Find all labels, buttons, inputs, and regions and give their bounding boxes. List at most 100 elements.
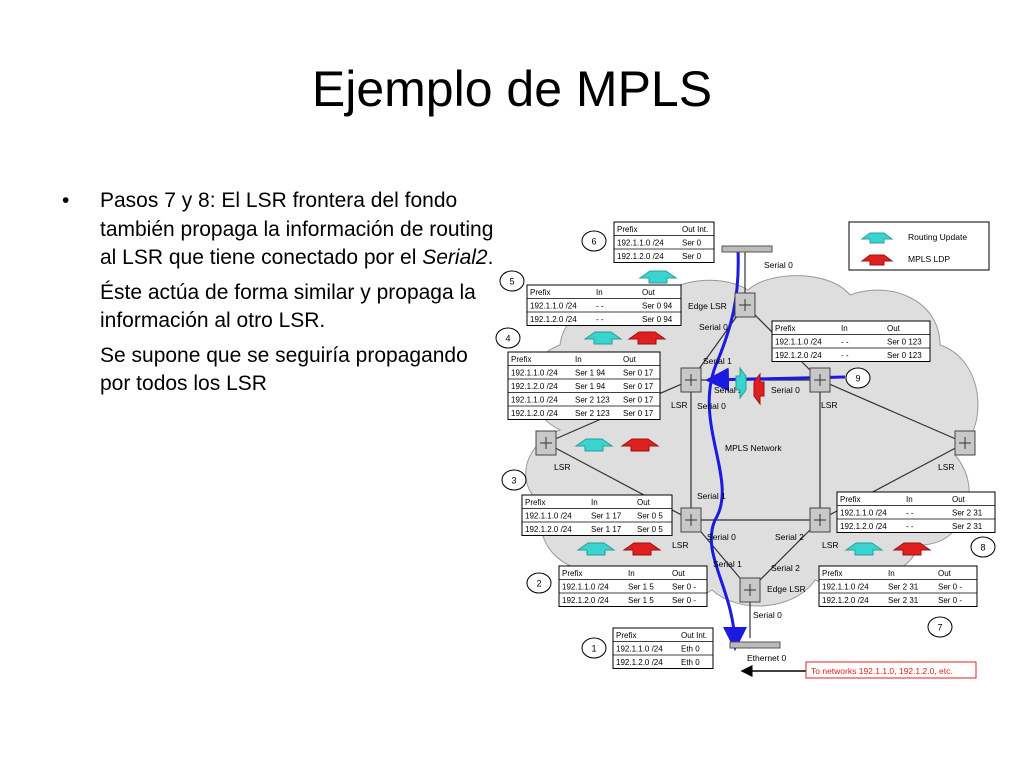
- table-header-cell: Prefix: [775, 324, 795, 333]
- hub-bottom: [729, 641, 781, 649]
- port-serial0-b: Serial 0: [699, 322, 728, 332]
- port-serial0-d: Serial 0: [771, 385, 800, 395]
- port-serial2-c: Serial 2: [771, 563, 800, 573]
- label-lsr-left: LSR: [554, 462, 571, 472]
- table-header-cell: In: [575, 355, 582, 364]
- table-row: 192.1.2.0 /24- -Ser 0 123: [775, 351, 922, 360]
- table-cell: Ser 1 17: [591, 512, 622, 521]
- table-cell: Ser 1 5: [628, 596, 654, 605]
- table-cell: Ser 1 5: [628, 583, 654, 592]
- table-cell: 192.1.1.0 /24: [530, 302, 577, 311]
- step-label: 4: [505, 334, 510, 344]
- table-cell: Ser 0 5: [637, 525, 663, 534]
- routing-update-arrow: [735, 366, 747, 400]
- router-lsr-top-right: [809, 367, 831, 393]
- legend-mpls-ldp-icon: [860, 254, 894, 266]
- router-lsr-bottom-right: [809, 507, 831, 533]
- table-header-cell: Out: [952, 495, 966, 504]
- table-header-cell: Out Int.: [682, 225, 708, 234]
- table-cell: Ser 0 -: [938, 583, 962, 592]
- table-header-cell: Prefix: [530, 288, 550, 297]
- step-2-badge: 2: [526, 572, 552, 594]
- step-6-badge: 6: [581, 230, 607, 252]
- table-cell: 192.1.1.0 /24: [840, 509, 887, 518]
- table-cell: Ser 0 17: [623, 409, 654, 418]
- step-label: 2: [536, 579, 541, 589]
- table-header-cell: Out: [887, 324, 901, 333]
- table-cell: 192.1.2.0 /24: [775, 351, 822, 360]
- step-4-badge: 4: [495, 327, 521, 349]
- step-7-badge: 7: [927, 616, 953, 638]
- table-cell: Ser 0 -: [672, 596, 696, 605]
- table-row: 192.1.1.0 /24 Ser 2 123 Ser 0 17: [511, 396, 654, 405]
- bullet-paragraph-1: Pasos 7 y 8: El LSR frontera del fondo t…: [100, 187, 494, 273]
- port-serial1-c: Serial 1: [713, 559, 742, 569]
- label-lsr-top-left: LSR: [671, 400, 688, 410]
- table-cell: Ser 0 -: [672, 583, 696, 592]
- router-edge-bottom: [739, 577, 761, 603]
- port-serial2-b: Serial 2: [775, 532, 804, 542]
- table-header-cell: In: [591, 498, 598, 507]
- table-cell: 192.1.2.0 /24: [840, 522, 887, 531]
- bullet-p1-text: Pasos 7 y 8: El LSR frontera del fondo t…: [100, 189, 494, 270]
- table-header-cell: Out: [938, 569, 952, 578]
- step-label: 9: [855, 374, 860, 384]
- table-row: 192.1.1.0 /24- -Ser 2 31: [840, 509, 983, 518]
- port-serial0-e: Serial 0: [707, 532, 736, 542]
- legend-mpls-ldp-label: MPLS LDP: [908, 254, 950, 264]
- table-cell: Ser 1 94: [575, 382, 606, 391]
- table-cell: 192.1.1.0 /24: [525, 512, 572, 521]
- mpls-ldp-arrow: [627, 331, 667, 345]
- routing-update-arrow: [576, 542, 616, 556]
- table-cell: Ser 2 123: [575, 396, 610, 405]
- legend-routing-update-label: Routing Update: [908, 232, 967, 242]
- table-header-cell: Out: [637, 498, 651, 507]
- mpls-ldp-arrow: [892, 542, 932, 556]
- table-cell: Ser 0 94: [642, 315, 673, 324]
- label-network: MPLS Network: [725, 443, 782, 453]
- table-header-cell: In: [596, 288, 603, 297]
- step-1-badge: 1: [581, 637, 607, 659]
- table-row: 192.1.2.0 /24- -Ser 2 31: [840, 522, 983, 531]
- router-lsr-bottom-left: [680, 507, 702, 533]
- label-lsr-right: LSR: [938, 462, 955, 472]
- step-8-badge: 8: [970, 536, 996, 558]
- table-cell: 192.1.2.0 /24: [511, 382, 558, 391]
- table-header-cell: Prefix: [822, 569, 842, 578]
- bullet-paragraph-2: Éste actúa de forma similar y propaga la…: [100, 280, 476, 333]
- routing-update-arrow: [574, 438, 614, 452]
- bullet-p1-italic: Serial2: [422, 246, 488, 270]
- table-cell: Ser 2 31: [952, 509, 983, 518]
- label-lsr-bottom-right: LSR: [822, 540, 839, 550]
- port-serial1-b: Serial 1: [697, 491, 726, 501]
- port-serial2-a: Serial 2: [714, 385, 743, 395]
- port-serial1-a: Serial 1: [703, 356, 732, 366]
- bullet-item: • Pasos 7 y 8: El LSR frontera del fondo…: [62, 187, 494, 399]
- label-edge-top: Edge LSR: [688, 301, 727, 311]
- routing-path: [707, 249, 747, 651]
- bullet-list: • Pasos 7 y 8: El LSR frontera del fondo…: [62, 187, 494, 405]
- destination-note-box: [805, 661, 977, 679]
- table-cell: 192.1.1.0 /24: [511, 396, 558, 405]
- step-5-badge: 5: [499, 270, 525, 292]
- table-cell: Ser 0 17: [623, 396, 654, 405]
- step-label: 5: [509, 277, 514, 287]
- bullet-p1-suffix: .: [487, 246, 494, 270]
